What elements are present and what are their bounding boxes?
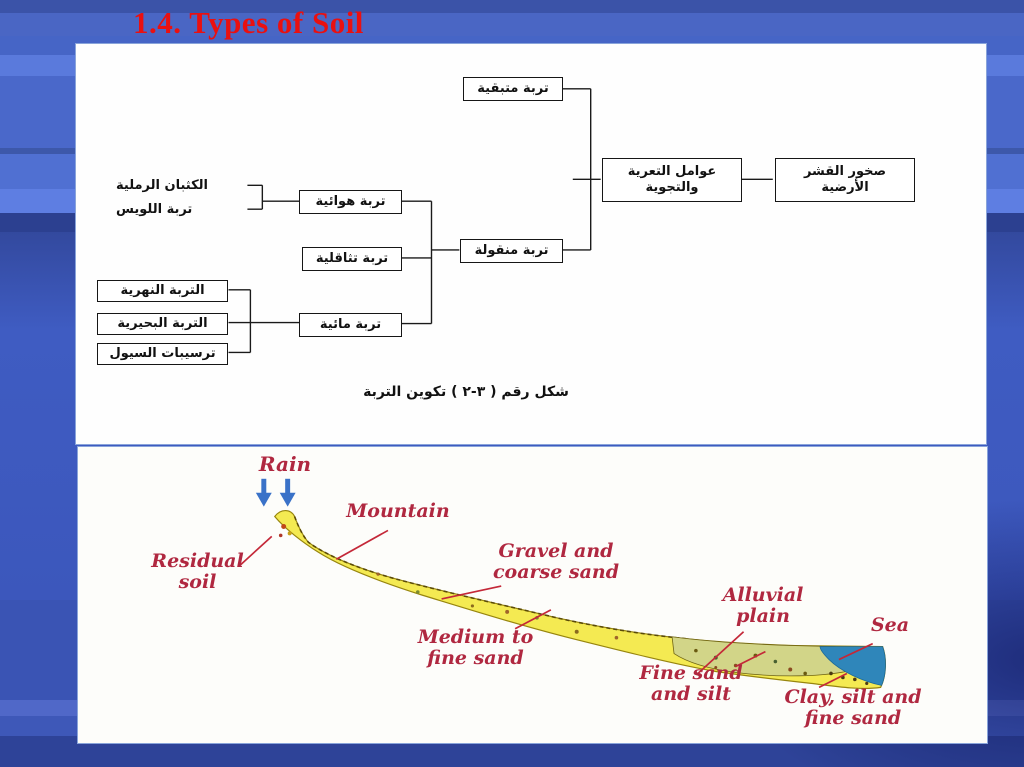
leader-medium-sand [514, 609, 552, 630]
figure-caption: شكل رقم ( ٣-٢ ) تكوين التربة [363, 384, 569, 400]
flowchart-connectors [228, 88, 773, 354]
soil-speckles [278, 523, 869, 685]
label-medium-fine-sand: Medium to fine sand [417, 626, 534, 669]
slide-title: 1.4. Types of Soil [133, 5, 364, 40]
label-mountain: Mountain [346, 500, 450, 522]
connector-lines [228, 88, 773, 354]
leader-alluvial-plain [697, 631, 745, 675]
leader-residual-soil [238, 535, 273, 567]
leader-clay [818, 672, 848, 689]
box-residual-soil: تربة متبقية [463, 77, 563, 101]
leader-mountain [335, 529, 389, 560]
label-rain: Rain [258, 452, 312, 476]
leader-sea [838, 642, 874, 661]
slope-gravel-edge [293, 516, 687, 640]
box-aeolian-soil: تربة هوائية [299, 190, 402, 214]
box-transported-soil: تربة منقولة [460, 239, 563, 263]
label-gravel-coarse-sand: Gravel and coarse sand [492, 540, 620, 583]
box-gravity-soil: تربة تثاقلية [302, 247, 402, 271]
box-flood-deposits: ترسيبات السيول [97, 343, 228, 365]
deposition-diagram-panel: Rain Mountain Residual soil Gravel and c… [77, 446, 988, 744]
label-sea: Sea [870, 614, 910, 636]
label-sand-dunes: الكثبان الرملية [116, 178, 208, 193]
sea-shape [819, 646, 886, 686]
box-lake-soil: التربة البحيرية [97, 313, 228, 335]
deposition-diagram [238, 478, 886, 690]
leader-gravel [441, 585, 502, 600]
label-loess-soil: تربة اللويس [116, 202, 193, 217]
leader-lines [238, 529, 874, 689]
leader-fine-sand [735, 650, 766, 668]
label-clay-silt-fine-sand: Clay, silt and fine sand [784, 686, 922, 729]
box-aquatic-soil: تربة مائية [299, 313, 402, 337]
flowchart-panel: تربة متبقية عوامل التعرية والتجوية صخور … [75, 43, 987, 445]
box-erosion-weathering-agents: عوامل التعرية والتجوية [602, 158, 742, 202]
label-alluvial-plain: Alluvial plain [722, 584, 804, 627]
box-earth-crust-rocks: صخور القشر الأرضية [775, 158, 915, 202]
label-fine-sand-silt: Fine sand and silt [639, 662, 743, 705]
label-residual-soil: Residual soil [151, 550, 244, 593]
connector-bracket-aeolian [247, 184, 300, 210]
box-river-soil: التربة النهرية [97, 280, 228, 302]
rain-arrows-icon [255, 478, 296, 507]
